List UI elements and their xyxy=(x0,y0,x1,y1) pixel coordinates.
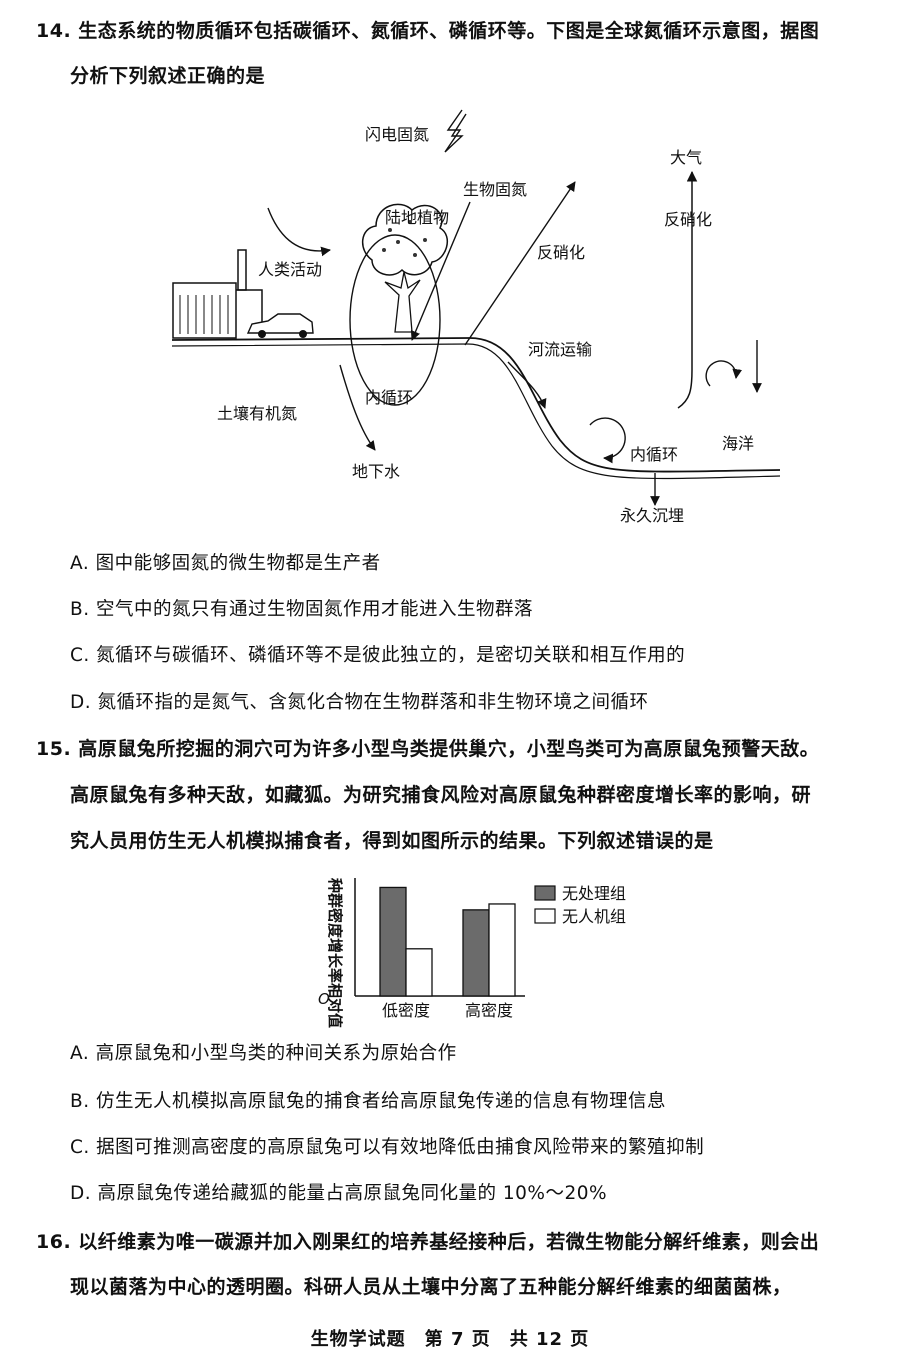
legend-swatch-control xyxy=(534,885,556,901)
q14-option-c: C. 氮循环与碳循环、磷循环等不是彼此独立的，是密切关联和相互作用的 xyxy=(70,645,686,666)
q14-option-d: D. 氮循环指的是氮气、含氮化合物在生物群落和非生物环境之间循环 xyxy=(70,692,649,713)
inner-cycle-loop-ocean xyxy=(589,417,626,464)
label-bio-fixation: 生物固氮 xyxy=(463,180,528,199)
label-permanent-burial: 永久沉埋 xyxy=(620,506,685,525)
ocean-circulation-loop xyxy=(705,360,743,387)
bars xyxy=(379,886,516,997)
x-tick-labels: 低密度 高密度 xyxy=(382,1001,513,1020)
chart-legend: 无处理组 无人机组 xyxy=(534,884,626,926)
q15-option-c: C. 据图可推测高密度的高原鼠兔可以有效地降低由捕食风险带来的繁殖抑制 xyxy=(70,1137,705,1158)
chart-ylabel: 种群密度增长率相对值 xyxy=(326,877,344,1028)
label-inner-cycle-land: 内循环 xyxy=(365,388,414,407)
page-footer: 生物学试题 第 7 页 共 12 页 xyxy=(310,1329,590,1350)
q14-option-b: B. 空气中的氮只有通过生物固氮作用才能进入生物群落 xyxy=(70,599,533,620)
label-atmosphere: 大气 xyxy=(670,148,703,167)
denitrification-ocean-arrow xyxy=(677,170,698,409)
inner-cycle-loop-land xyxy=(349,234,441,406)
chart-origin: O xyxy=(318,990,330,1008)
bar-drone-low-density xyxy=(405,948,433,997)
label-land-plants: 陆地植物 xyxy=(385,208,450,227)
q15-stem-line2: 高原鼠兔有多种天敌，如藏狐。为研究捕食风险对高原鼠兔种群密度增长率的影响，研 xyxy=(70,784,812,806)
x-tick-label: 低密度 xyxy=(382,1001,430,1020)
car-icon xyxy=(246,313,314,338)
river-transport-arrow xyxy=(507,361,547,409)
q16-stem-line1: 16. 以纤维素为唯一碳源并加入刚果红的培养基经接种后，若微生物能分解纤维素，则… xyxy=(36,1231,820,1253)
label-soil-organic-nitrogen: 土壤有机氮 xyxy=(217,404,298,423)
label-denitrification-ocean: 反硝化 xyxy=(664,210,713,229)
legend-label-drone: 无人机组 xyxy=(562,907,626,926)
legend-swatch-drone xyxy=(534,908,556,924)
q15-option-b: B. 仿生无人机模拟高原鼠兔的捕食者给高原鼠兔传递的信息有物理信息 xyxy=(70,1091,666,1112)
ground-line xyxy=(171,337,781,473)
q14-option-a: A. 图中能够固氮的微生物都是生产者 xyxy=(70,553,381,574)
q15-stem-line3: 究人员用仿生无人机模拟捕食者，得到如图所示的结果。下列叙述错误的是 xyxy=(70,830,714,852)
label-lightning-fixation: 闪电固氮 xyxy=(365,125,430,144)
label-inner-cycle-ocean: 内循环 xyxy=(630,445,679,464)
x-tick-label: 高密度 xyxy=(465,1001,513,1020)
label-river-transport: 河流运输 xyxy=(528,340,593,359)
label-human-activity: 人类活动 xyxy=(258,260,323,279)
human-activity-arrow xyxy=(267,207,331,257)
bar-drone-high-density xyxy=(488,903,516,997)
q15-option-d: D. 高原鼠兔传递给藏狐的能量占高原鼠兔同化量的 10%～20% xyxy=(70,1183,608,1204)
label-denitrification-land: 反硝化 xyxy=(537,243,586,262)
label-ocean: 海洋 xyxy=(722,434,755,453)
label-groundwater: 地下水 xyxy=(352,462,401,481)
ground-line-inner xyxy=(171,343,781,480)
bar-chart: 种群密度增长率相对值 O 低密度 高密度 无处理组 无人机组 xyxy=(318,877,626,1028)
bio-fixation-arrow xyxy=(410,201,471,341)
lightning-icon xyxy=(444,109,467,153)
q16-stem-line2: 现以菌落为中心的透明圈。科研人员从土壤中分离了五种能分解纤维素的细菌菌株， xyxy=(70,1276,792,1298)
bar-control-high-density xyxy=(462,909,490,997)
q14-stem-line1: 14. 生态系统的物质循环包括碳循环、氮循环、磷循环等。下图是全球氮循环示意图，… xyxy=(36,20,820,42)
nitrogen-cycle-diagram xyxy=(171,109,781,506)
bar-control-low-density xyxy=(379,886,407,997)
groundwater-arrow xyxy=(339,364,376,451)
q15-option-a: A. 高原鼠兔和小型鸟类的种间关系为原始合作 xyxy=(70,1043,457,1064)
q15-stem-line1: 15. 高原鼠兔所挖掘的洞穴可为许多小型鸟类提供巢穴，小型鸟类可为高原鼠兔预警天… xyxy=(36,738,820,760)
denitrification-land-arrow xyxy=(464,181,576,346)
factory-icon xyxy=(172,249,263,339)
q14-stem-line2: 分析下列叙述正确的是 xyxy=(70,65,266,87)
legend-label-control: 无处理组 xyxy=(562,884,626,903)
